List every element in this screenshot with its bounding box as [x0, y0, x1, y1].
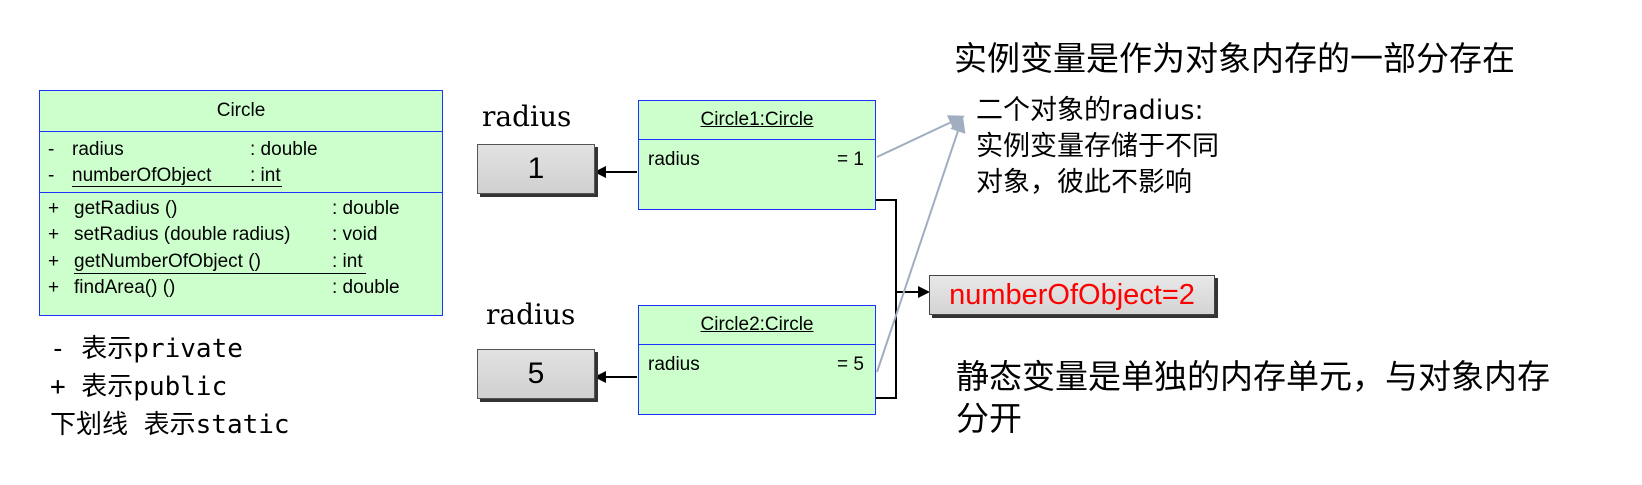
instance-note-title: 实例变量是作为对象内存的一部分存在 — [954, 39, 1515, 78]
operation-row: + getRadius () : double — [40, 197, 442, 221]
visibility-symbol: + — [48, 224, 60, 245]
operation-name: setRadius (double radius) — [74, 224, 291, 245]
object-field: radius — [648, 354, 700, 375]
object-field-value: = 5 — [837, 354, 864, 375]
attribute-row: - numberOfObject : int — [40, 164, 442, 188]
static-underline — [72, 186, 282, 187]
static-note-line: 分开 — [956, 399, 1022, 438]
operation-type: : double — [332, 198, 400, 219]
attribute-type: : double — [250, 139, 318, 160]
var-box-2: 5 — [477, 349, 595, 399]
visibility-symbol: - — [48, 165, 55, 186]
instance-note-line: 二个对象的radius: — [976, 95, 1204, 126]
object-header: Circle2:Circle — [639, 306, 875, 345]
object-box-2: Circle2:Circle radius = 5 — [638, 305, 876, 415]
operation-name: getRadius () — [74, 198, 178, 219]
visibility-symbol: + — [48, 251, 60, 272]
attribute-name: numberOfObject — [72, 165, 212, 186]
static-note-line: 静态变量是单独的内存单元，与对象内存 — [956, 357, 1550, 396]
static-variable-box: numberOfObject=2 — [929, 275, 1215, 315]
bracket-to-static — [876, 199, 897, 399]
instance-note-line: 对象，彼此不影响 — [976, 167, 1192, 198]
var-label-1: radius — [482, 100, 572, 133]
pointer-obj2-to-note — [876, 116, 966, 373]
var-label-2: radius — [486, 298, 576, 331]
attribute-row: - radius : double — [40, 138, 442, 162]
legend-public: + 表示public — [50, 372, 228, 402]
visibility-symbol: - — [48, 139, 55, 160]
uml-class-box: Circle - radius : double - numberOfObjec… — [39, 90, 443, 316]
object-field-value: = 1 — [837, 149, 864, 170]
operation-row: + findArea() () : double — [40, 276, 442, 300]
class-title: Circle — [40, 91, 442, 132]
operation-name: getNumberOfObject () — [74, 251, 261, 272]
operation-type: : double — [332, 277, 400, 298]
visibility-symbol: + — [48, 198, 60, 219]
legend-private: - 表示private — [50, 334, 243, 364]
attribute-type: : int — [250, 165, 281, 186]
pointer-obj1-to-note — [876, 115, 965, 158]
operations-section: + getRadius () : double + setRadius (dou… — [40, 193, 442, 317]
attributes-section: - radius : double - numberOfObject : int — [40, 132, 442, 193]
legend-static: 下划线 表示static — [50, 410, 290, 440]
static-underline — [74, 273, 366, 274]
operation-row: + setRadius (double radius) : void — [40, 223, 442, 247]
operation-type: : int — [332, 251, 363, 272]
object-box-1: Circle1:Circle radius = 1 — [638, 100, 876, 210]
operation-row: + getNumberOfObject () : int — [40, 250, 442, 274]
object-header: Circle1:Circle — [639, 101, 875, 140]
visibility-symbol: + — [48, 277, 60, 298]
operation-name: findArea() () — [74, 277, 176, 298]
object-field: radius — [648, 149, 700, 170]
instance-note-line: 实例变量存储于不同 — [976, 131, 1219, 162]
var-box-1: 1 — [477, 144, 595, 194]
operation-type: : void — [332, 224, 378, 245]
attribute-name: radius — [72, 139, 124, 160]
